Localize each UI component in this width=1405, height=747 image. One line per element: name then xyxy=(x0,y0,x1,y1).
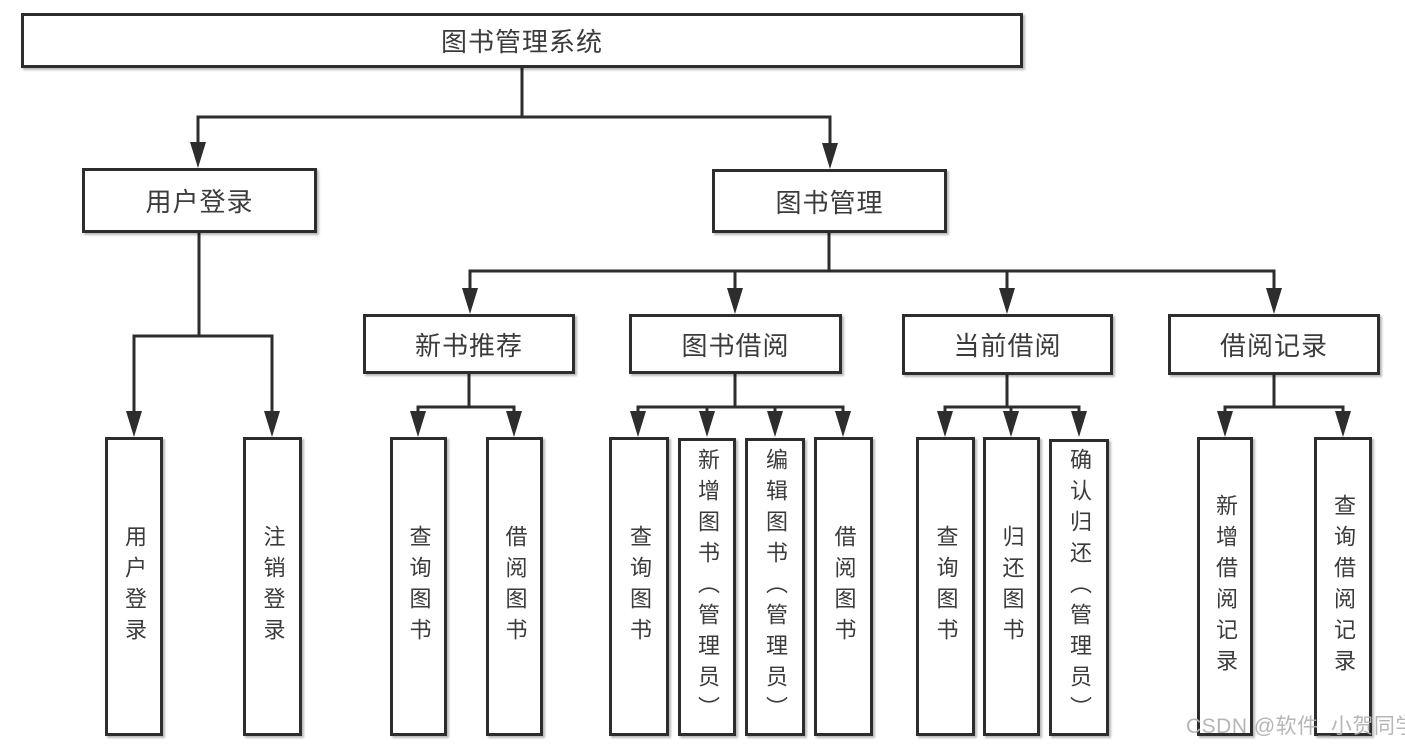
csdn-watermark: CSDN @软件_小贺同学 xyxy=(1186,715,1405,738)
node-book-borrowing: 图书借阅 xyxy=(629,314,842,374)
leaf-query-borrow-record: 查询借阅记录 xyxy=(1314,437,1372,736)
node-label: 新增借阅记录 xyxy=(1213,493,1238,680)
node-library-management-system: 图书管理系统 xyxy=(21,13,1023,68)
node-label: 用户登录 xyxy=(145,187,254,217)
node-label: 用户登录 xyxy=(122,524,147,649)
leaf-add-borrow-record: 新增借阅记录 xyxy=(1197,437,1253,736)
node-new-book-recommend: 新书推荐 xyxy=(363,314,575,374)
leaf-borrow-books-1: 借阅图书 xyxy=(486,437,543,736)
node-label: 查询图书 xyxy=(627,524,652,649)
node-label: 图书管理 xyxy=(775,187,884,218)
node-user-login: 用户登录 xyxy=(82,168,317,233)
leaf-return-books: 归还图书 xyxy=(983,437,1040,736)
node-label: 归还图书 xyxy=(999,524,1025,649)
node-book-management: 图书管理 xyxy=(712,169,947,233)
node-current-borrowing: 当前借阅 xyxy=(902,314,1113,375)
node-borrowing-records: 借阅记录 xyxy=(1168,314,1380,375)
node-label: 编辑图书（管理员） xyxy=(763,447,788,727)
node-label: 查询图书 xyxy=(933,524,959,649)
leaf-logout: 注销登录 xyxy=(243,437,302,736)
node-label: 查询借阅记录 xyxy=(1331,493,1356,680)
node-label: 图书借阅 xyxy=(681,330,790,361)
leaf-edit-book-admin: 编辑图书（管理员） xyxy=(745,438,805,736)
node-label: 新书推荐 xyxy=(414,330,523,361)
leaf-user-login: 用户登录 xyxy=(105,437,163,736)
leaf-add-book-admin: 新增图书（管理员） xyxy=(678,438,736,736)
node-label: 借阅图书 xyxy=(831,524,857,649)
node-label: 借阅记录 xyxy=(1219,331,1328,361)
leaf-query-books-1: 查询图书 xyxy=(390,437,447,736)
node-label: 新增图书（管理员） xyxy=(695,447,720,727)
node-label: 当前借阅 xyxy=(953,331,1062,361)
node-label: 借阅图书 xyxy=(502,524,528,649)
leaf-confirm-return-admin: 确认归还（管理员） xyxy=(1049,439,1109,736)
node-label: 图书管理系统 xyxy=(440,27,603,57)
leaf-query-books-3: 查询图书 xyxy=(916,437,975,736)
leaf-query-books-2: 查询图书 xyxy=(609,437,669,736)
node-label: 注销登录 xyxy=(260,524,286,649)
node-label: 确认归还（管理员） xyxy=(1067,448,1092,727)
leaf-borrow-books-2: 借阅图书 xyxy=(814,437,873,736)
node-label: 查询图书 xyxy=(406,524,432,649)
